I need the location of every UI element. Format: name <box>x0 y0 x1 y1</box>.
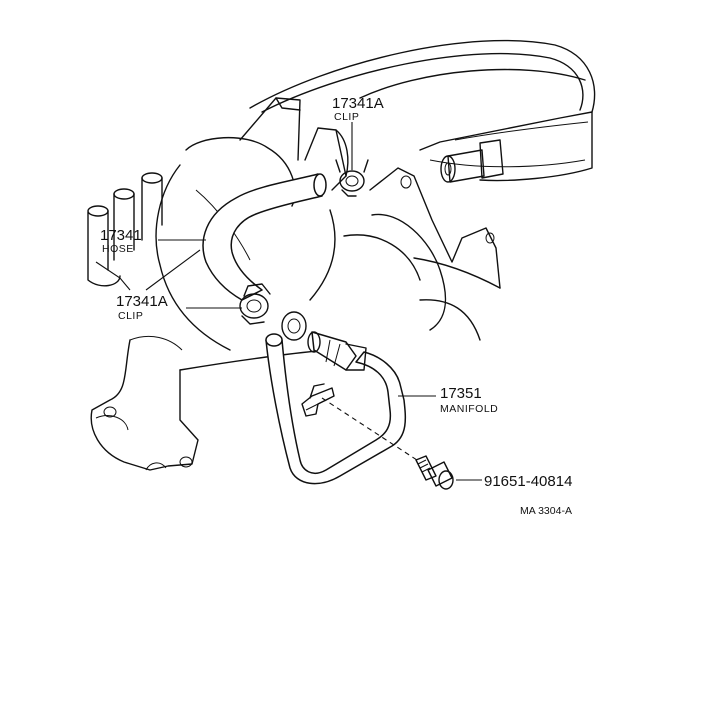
manifold-number: 17351 <box>440 385 482 402</box>
clip-left-number: 17341A <box>116 293 168 310</box>
air-cleaner-housing <box>249 39 596 182</box>
leader-hose-2 <box>95 249 201 291</box>
hose-name: HOSE <box>102 243 134 255</box>
carburetor-posts <box>87 172 163 287</box>
clip-top-number: 17341A <box>332 95 384 112</box>
assembly-line <box>321 397 421 463</box>
air-cleaner-nipple <box>440 139 504 183</box>
clip-top-name: CLIP <box>334 111 359 123</box>
hose-number: 17341 <box>100 227 142 244</box>
hose <box>202 173 327 301</box>
manifold-flange <box>90 335 199 471</box>
clip-top <box>335 159 369 197</box>
bolt <box>415 455 454 490</box>
port-ring <box>281 311 307 341</box>
manifold-pipe <box>265 331 407 485</box>
manifold-name: MANIFOLD <box>440 403 498 415</box>
clip-left-name: CLIP <box>118 310 143 322</box>
pipe-bracket <box>301 383 335 417</box>
drawing-reference: MA 3304-A <box>520 505 572 517</box>
clip-left <box>239 283 271 325</box>
bolt-number: 91651-40814 <box>484 473 572 490</box>
